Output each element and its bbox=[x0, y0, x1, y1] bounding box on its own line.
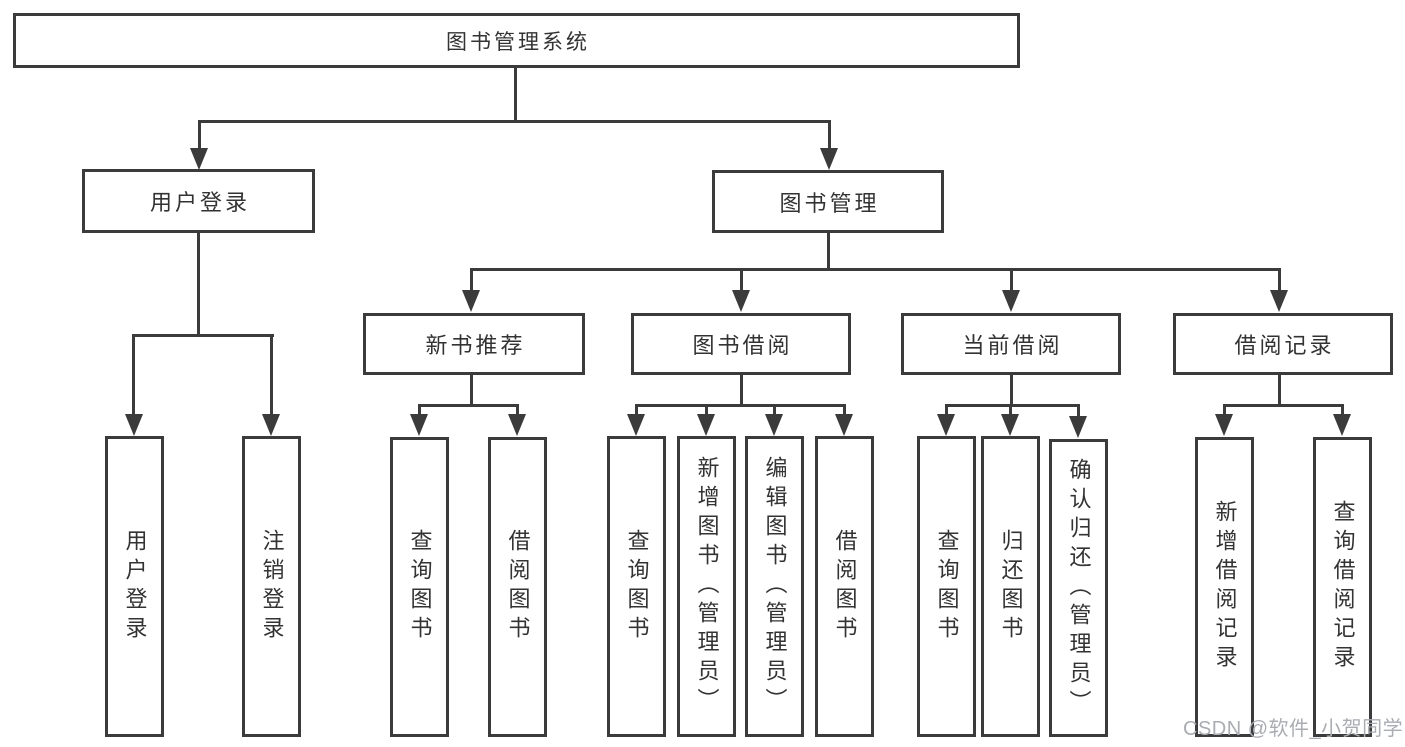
arrowhead-br-query bbox=[1333, 414, 1351, 436]
node-leaf-bb-add: 新增图书（管理员） bbox=[677, 436, 736, 737]
node-leaf-logout: 注销登录 bbox=[242, 436, 301, 737]
edge-login-hline bbox=[132, 334, 274, 337]
edge-root-bookmgmt-stem bbox=[828, 120, 831, 150]
node-root: 图书管理系统 bbox=[13, 13, 1020, 68]
arrowhead-newbook bbox=[462, 290, 480, 312]
edge-nb-query-stem bbox=[418, 404, 421, 416]
arrowhead-bb-edit bbox=[765, 414, 783, 436]
arrowhead-cb-return bbox=[1001, 414, 1019, 436]
node-leaf-nb-query: 查询图书 bbox=[390, 437, 449, 737]
node-new-book: 新书推荐 bbox=[363, 313, 585, 375]
edge-bookmgmt-vline bbox=[827, 233, 830, 271]
arrowhead-bb-query bbox=[627, 414, 645, 436]
node-leaf-bb-borrow: 借阅图书 bbox=[815, 436, 874, 737]
node-leaf-bb-query: 查询图书 bbox=[607, 436, 666, 737]
edge-root-vline bbox=[514, 68, 517, 122]
edge-cb-confirm-stem bbox=[1077, 404, 1080, 416]
arrowhead-nb-query bbox=[410, 414, 428, 436]
arrowhead-cb-confirm bbox=[1069, 416, 1087, 438]
edge-currentborrow-vline bbox=[1010, 375, 1013, 407]
node-borrow-records: 借阅记录 bbox=[1173, 313, 1393, 375]
edge-newbook-hline bbox=[418, 404, 519, 407]
edge-bb-borrow-stem bbox=[843, 404, 846, 416]
node-leaf-cb-query: 查询图书 bbox=[917, 436, 976, 737]
edge-bb-query-stem bbox=[635, 404, 638, 416]
edge-currentborrow-stem bbox=[1010, 268, 1013, 292]
edge-root-login-stem bbox=[198, 120, 201, 150]
arrowhead-bookborrow bbox=[732, 290, 750, 312]
arrowhead-currentborrow bbox=[1002, 290, 1020, 312]
node-login: 用户登录 bbox=[82, 169, 315, 233]
node-leaf-cb-return: 归还图书 bbox=[981, 436, 1040, 737]
node-book-borrow: 图书借阅 bbox=[631, 313, 851, 375]
arrowhead-borrowrecords bbox=[1270, 290, 1288, 312]
node-leaf-br-query: 查询借阅记录 bbox=[1313, 437, 1372, 737]
edge-bookmgmt-hline bbox=[470, 268, 1280, 271]
node-leaf-br-add: 新增借阅记录 bbox=[1195, 437, 1254, 737]
arrowhead-logout bbox=[262, 414, 280, 436]
arrowhead-login bbox=[190, 148, 208, 170]
arrowhead-nb-borrow bbox=[508, 414, 526, 436]
edge-currentborrow-hline bbox=[945, 404, 1080, 407]
arrowhead-user-login bbox=[125, 414, 143, 436]
edge-login-userlogin-stem bbox=[132, 334, 135, 415]
edge-bb-edit-stem bbox=[773, 404, 776, 416]
edge-bookborrow-stem bbox=[740, 268, 743, 292]
edge-newbook-stem bbox=[470, 268, 473, 292]
node-current-borrow: 当前借阅 bbox=[901, 313, 1121, 375]
edge-bookborrow-vline bbox=[740, 375, 743, 407]
edge-borrowrecords-stem bbox=[1278, 268, 1281, 292]
arrowhead-bookmgmt bbox=[820, 148, 838, 170]
edge-newbook-vline bbox=[470, 375, 473, 407]
node-leaf-bb-edit: 编辑图书（管理员） bbox=[745, 436, 804, 737]
edge-bookborrow-hline bbox=[635, 404, 846, 407]
edge-login-logout-stem bbox=[270, 334, 273, 415]
node-leaf-user-login: 用户登录 bbox=[105, 436, 164, 737]
node-leaf-cb-confirm: 确认归还（管理员） bbox=[1049, 439, 1108, 737]
edge-cb-query-stem bbox=[945, 404, 948, 416]
edge-login-vline bbox=[197, 233, 200, 336]
edge-bb-add-stem bbox=[705, 404, 708, 416]
node-leaf-nb-borrow: 借阅图书 bbox=[488, 437, 547, 737]
edge-root-hline bbox=[198, 120, 831, 123]
edge-cb-return-stem bbox=[1009, 404, 1012, 416]
csdn-watermark: CSDN @软件_小贺同学 bbox=[1183, 718, 1404, 740]
arrowhead-bb-add bbox=[697, 414, 715, 436]
edge-borrowrecords-vline bbox=[1278, 375, 1281, 407]
arrowhead-br-add bbox=[1215, 414, 1233, 436]
edge-br-query-stem bbox=[1341, 404, 1344, 416]
edge-br-add-stem bbox=[1223, 404, 1226, 416]
node-book-mgmt: 图书管理 bbox=[712, 170, 944, 233]
arrowhead-cb-query bbox=[937, 414, 955, 436]
arrowhead-bb-borrow bbox=[835, 414, 853, 436]
edge-nb-borrow-stem bbox=[516, 404, 519, 416]
edge-borrowrecords-hline bbox=[1223, 404, 1344, 407]
